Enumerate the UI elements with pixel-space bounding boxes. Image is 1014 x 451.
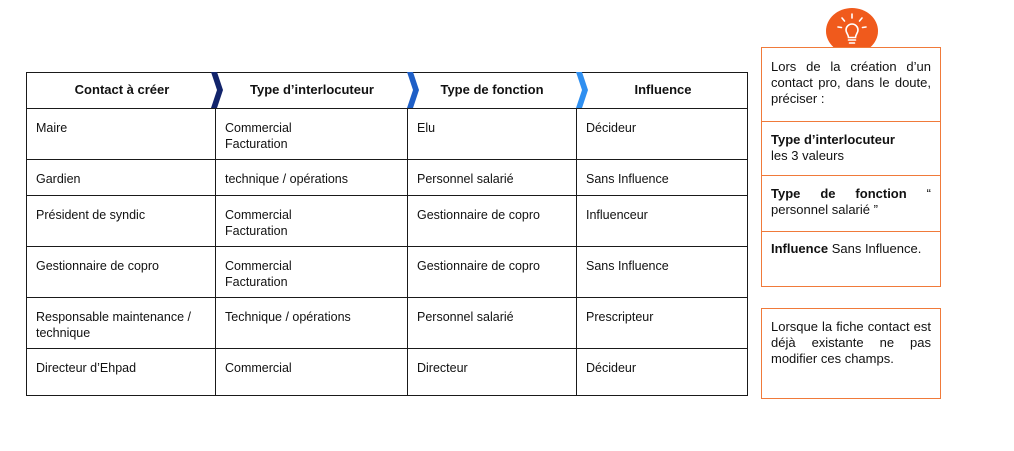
tip-divider xyxy=(762,175,940,176)
column-divider xyxy=(407,109,408,395)
tip-divider xyxy=(762,121,940,122)
lightbulb-badge xyxy=(826,8,878,54)
table-row: Gardien technique / opérations Personnel… xyxy=(27,160,747,196)
cell-influence: Sans Influence xyxy=(586,172,669,186)
lightbulb-icon xyxy=(837,13,867,44)
cell-influence: Décideur xyxy=(586,121,637,135)
table-row: Responsable maintenance / technique Tech… xyxy=(27,298,747,349)
cell-contact: Gardien xyxy=(36,172,81,186)
tip-type-fonction-label: Type de fonction xyxy=(771,186,907,201)
cell-type-interlocuteur: Commercial Facturation xyxy=(225,208,292,238)
cell-type-fonction: Gestionnaire de copro xyxy=(417,208,540,222)
tip-influence-value: Sans Influence. xyxy=(831,241,922,256)
cell-contact: Président de syndic xyxy=(36,208,146,222)
cell-type-fonction: Personnel salarié xyxy=(417,172,514,186)
table-row: Président de syndic Commercial Facturati… xyxy=(27,196,747,247)
tip-note: Lors de la création d’un contact pro, da… xyxy=(761,47,941,287)
tip-type-interlocuteur: Type d’interlocuteur les 3 valeurs xyxy=(762,132,940,164)
cell-contact: Gestionnaire de copro xyxy=(36,259,159,273)
warning-note: Lorsque la fiche contact est déjà exista… xyxy=(761,308,941,399)
cell-type-fonction: Gestionnaire de copro xyxy=(417,259,540,273)
header-type-fonction: Type de fonction xyxy=(440,82,544,97)
cell-type-interlocuteur: Commercial xyxy=(225,361,292,375)
chevron-1-icon xyxy=(211,72,223,108)
header-type-interlocuteur: Type d’interlocuteur xyxy=(250,82,374,97)
header-contact: Contact à créer xyxy=(74,82,170,97)
cell-type-interlocuteur: Technique / opérations xyxy=(225,310,351,324)
cell-type-fonction: Elu xyxy=(417,121,436,135)
cell-type-interlocuteur: Commercial Facturation xyxy=(225,121,292,151)
cell-influence: Sans Influence xyxy=(586,259,669,273)
chevron-2-icon xyxy=(407,72,419,108)
tip-type-interlocuteur-label: Type d’interlocuteur xyxy=(771,132,895,147)
table-row: Maire Commercial Facturation Elu Décideu… xyxy=(27,109,747,160)
table-row: Gestionnaire de copro Commercial Factura… xyxy=(27,247,747,298)
cell-type-fonction: Personnel salarié xyxy=(417,310,514,324)
cell-contact: Responsable maintenance / technique xyxy=(36,310,191,340)
tip-influence: Influence Sans Influence. xyxy=(762,241,940,257)
tip-divider xyxy=(762,231,940,232)
tip-type-fonction-value: “ personnel salarié ” xyxy=(771,186,931,217)
tip-intro: Lors de la création d’un contact pro, da… xyxy=(771,59,931,106)
cell-influence: Décideur xyxy=(586,361,637,375)
tip-influence-label: Influence xyxy=(771,241,829,256)
tip-type-interlocuteur-value: les 3 valeurs xyxy=(771,148,844,163)
tip-type-fonction: Type de fonction “ personnel salarié ” xyxy=(762,186,940,218)
cell-type-interlocuteur: Commercial Facturation xyxy=(225,259,292,289)
chevron-3-icon xyxy=(576,72,588,108)
contacts-table: Contact à créer Type d’interlocuteur Typ… xyxy=(26,72,748,396)
cell-contact: Maire xyxy=(36,121,68,135)
table-row: Directeur d’Ehpad Commercial Directeur D… xyxy=(27,349,747,395)
column-divider xyxy=(576,109,577,395)
cell-type-fonction: Directeur xyxy=(417,361,468,375)
cell-contact: Directeur d’Ehpad xyxy=(36,361,137,375)
column-divider xyxy=(215,109,216,395)
header-influence: Influence xyxy=(634,82,692,97)
cell-type-interlocuteur: technique / opérations xyxy=(225,172,349,186)
table-header: Contact à créer Type d’interlocuteur Typ… xyxy=(27,72,747,109)
cell-influence: Influenceur xyxy=(586,208,648,222)
cell-influence: Prescripteur xyxy=(586,310,654,324)
warning-note-text: Lorsque la fiche contact est déjà exista… xyxy=(771,319,931,366)
